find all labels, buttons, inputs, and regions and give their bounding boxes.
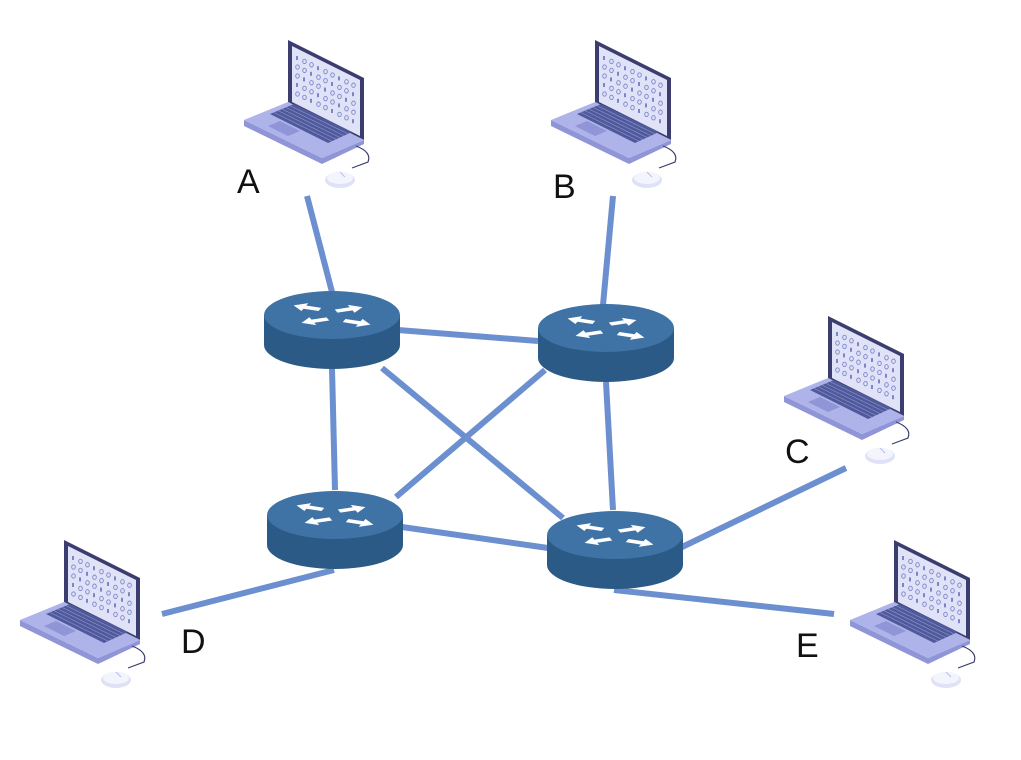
host-label-d: D — [181, 623, 206, 661]
link-r1-r4 — [380, 365, 565, 521]
host-label-c: C — [785, 433, 810, 471]
link-e-r4 — [613, 587, 835, 617]
link-r2-r4 — [603, 381, 616, 511]
router-r1-icon — [264, 291, 400, 369]
link-r3-r4 — [401, 524, 549, 551]
host-label-b: B — [553, 168, 576, 206]
link-c-r4 — [678, 465, 848, 551]
routers-layer — [264, 291, 683, 589]
router-r2-icon — [538, 304, 674, 382]
link-d-r3 — [161, 567, 335, 617]
laptop-b-icon — [551, 40, 677, 188]
link-b-r2 — [600, 195, 616, 306]
labels-layer: A B C D E — [181, 163, 819, 665]
laptop-a-icon — [244, 40, 370, 188]
link-r1-r3 — [329, 367, 338, 491]
laptop-d-icon — [20, 540, 146, 688]
router-r3-icon — [267, 491, 403, 569]
link-r2-r3 — [394, 367, 547, 500]
laptop-c-icon — [784, 316, 910, 464]
link-r1-r2 — [397, 327, 539, 344]
host-label-a: A — [237, 163, 260, 201]
laptop-e-icon — [850, 540, 976, 688]
link-a-r1 — [304, 195, 335, 293]
router-r4-icon — [547, 511, 683, 589]
links-layer — [161, 195, 848, 617]
hosts-layer — [20, 40, 976, 688]
host-label-e: E — [796, 627, 819, 665]
